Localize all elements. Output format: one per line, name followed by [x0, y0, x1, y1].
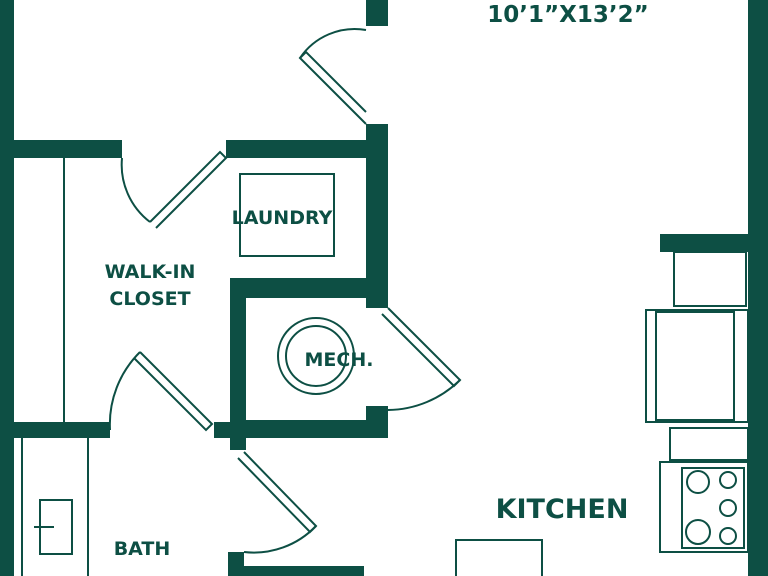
mech-door	[381, 307, 462, 411]
wall-closet-bottom	[0, 422, 110, 438]
bath-vanity	[21, 438, 89, 576]
wall-bedroom-bottom-left	[0, 140, 122, 158]
room-dimension: 10’1”X13’2”	[487, 2, 648, 28]
room-labels: 10’1”X13’2” LAUNDRY WALK-IN CLOSET MECH.…	[105, 2, 649, 560]
wall-bath-top-stub	[214, 422, 244, 438]
stove-cooktop	[681, 467, 745, 549]
bath-label: BATH	[114, 538, 171, 560]
burner-4	[685, 519, 711, 545]
upper-cabinet	[673, 251, 747, 307]
wall-mech-bottom	[230, 420, 388, 438]
burner-5	[719, 527, 737, 545]
kitchen-label: KITCHEN	[496, 494, 629, 525]
counter-cabinet	[669, 427, 749, 461]
burner-2	[719, 471, 737, 489]
burner-1	[686, 470, 710, 494]
mech-label: MECH.	[305, 349, 374, 371]
kitchen-fixtures	[455, 251, 749, 576]
closet-door-bottom	[108, 351, 214, 432]
wall-mech-left	[230, 278, 246, 450]
wall-top-stub	[366, 0, 388, 26]
wall-bath-door-jamb	[228, 552, 244, 576]
laundry-label: LAUNDRY	[232, 207, 333, 229]
bath-door	[237, 451, 318, 554]
burner-3	[719, 499, 737, 517]
fridge-door	[655, 311, 735, 421]
mech-water-heater	[277, 317, 355, 395]
wall-center-vertical	[366, 124, 388, 308]
walk-in-closet-label-line2: CLOSET	[109, 288, 190, 310]
wall-bath-bottom	[244, 566, 364, 576]
laundry-machine	[239, 173, 335, 257]
bedroom-door	[298, 28, 367, 125]
walk-in-closet-label-line1: WALK-IN	[105, 261, 196, 283]
wall-mech-top	[230, 278, 388, 298]
wall-bedroom-bottom-right	[226, 140, 388, 158]
closet-door-top	[120, 150, 228, 229]
wall-right-ledge	[660, 234, 768, 252]
wall-right-outer	[748, 0, 768, 576]
refrigerator	[645, 309, 749, 423]
wall-mech-right-stub	[366, 406, 388, 438]
wall-left-outer	[0, 0, 14, 576]
kitchen-island	[455, 539, 543, 576]
